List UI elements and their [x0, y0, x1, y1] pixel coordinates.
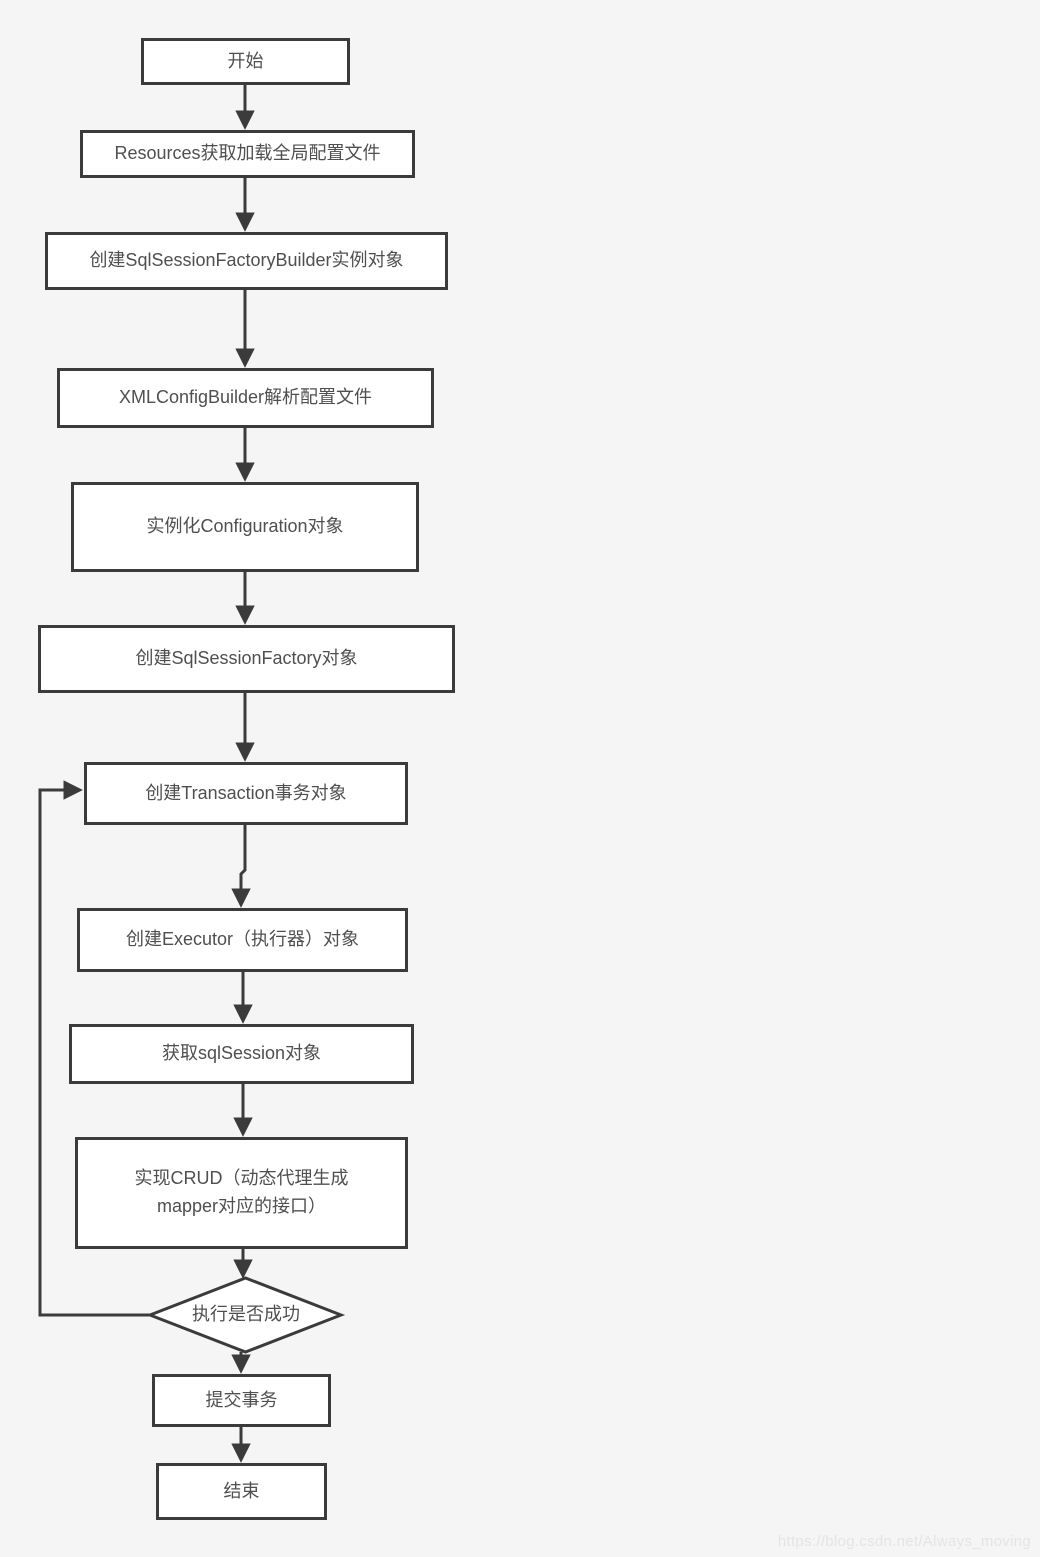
node-create-executor: 创建Executor（执行器）对象: [77, 908, 408, 972]
node-load-config: Resources获取加载全局配置文件: [80, 130, 415, 178]
node-crud-label-line2: mapper对应的接口）: [156, 1196, 327, 1216]
node-create-executor-label: 创建Executor（执行器）对象: [125, 929, 360, 950]
node-end: 结束: [156, 1463, 327, 1520]
node-create-transaction-label: 创建Transaction事务对象: [145, 782, 347, 803]
node-create-builder: 创建SqlSessionFactoryBuilder实例对象: [45, 232, 448, 290]
node-commit-label: 提交事务: [205, 1389, 278, 1410]
node-load-config-label: Resources获取加载全局配置文件: [114, 143, 381, 164]
node-create-builder-label: 创建SqlSessionFactoryBuilder实例对象: [89, 250, 404, 271]
node-end-label: 结束: [223, 1480, 260, 1501]
node-start-label: 开始: [227, 50, 264, 71]
node-crud-label: 实现CRUD（动态代理生成 mapper对应的接口）: [135, 1165, 349, 1221]
node-instantiate-configuration: 实例化Configuration对象: [71, 482, 419, 572]
decision-diamond: [145, 1276, 346, 1354]
node-commit: 提交事务: [152, 1374, 331, 1427]
node-create-factory-label: 创建SqlSessionFactory对象: [135, 648, 358, 669]
node-create-transaction: 创建Transaction事务对象: [84, 762, 408, 825]
node-get-sqlsession: 获取sqlSession对象: [69, 1024, 414, 1084]
node-parse-config-label: XMLConfigBuilder解析配置文件: [118, 387, 373, 408]
node-start: 开始: [141, 38, 350, 85]
node-instantiate-configuration-label: 实例化Configuration对象: [146, 516, 344, 537]
loop-decision-to-transaction: [38, 780, 150, 1317]
node-crud: 实现CRUD（动态代理生成 mapper对应的接口）: [75, 1137, 408, 1249]
node-crud-label-line1: 实现CRUD（动态代理生成: [134, 1168, 349, 1189]
arrow-transaction-to-executor: [231, 825, 251, 908]
node-parse-config: XMLConfigBuilder解析配置文件: [57, 368, 434, 428]
watermark: https://blog.csdn.net/Always_moving: [777, 1533, 1031, 1550]
node-create-factory: 创建SqlSessionFactory对象: [38, 625, 455, 693]
node-get-sqlsession-label: 获取sqlSession对象: [161, 1043, 322, 1064]
